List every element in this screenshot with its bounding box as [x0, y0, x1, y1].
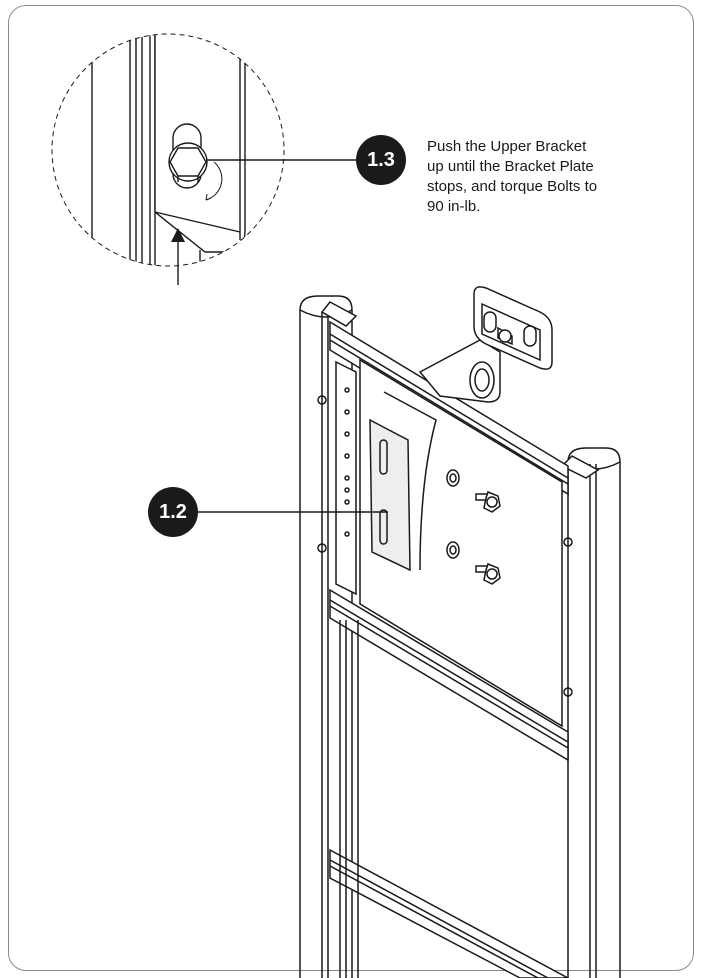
frame-assembly — [299, 286, 621, 978]
bolt-icon — [475, 563, 501, 585]
push-up-arrow-icon — [171, 228, 185, 285]
page-frame — [8, 5, 694, 971]
callout-step-1-2: 1.2 — [148, 487, 198, 537]
callout-step-1-3: 1.3 — [356, 135, 406, 185]
instruction-text-1-3: Push the Upper Bracket up until the Brac… — [427, 138, 598, 215]
bolt-icon — [168, 142, 208, 182]
bolt-icon — [475, 491, 501, 513]
detail-zoom-view — [51, 33, 285, 285]
